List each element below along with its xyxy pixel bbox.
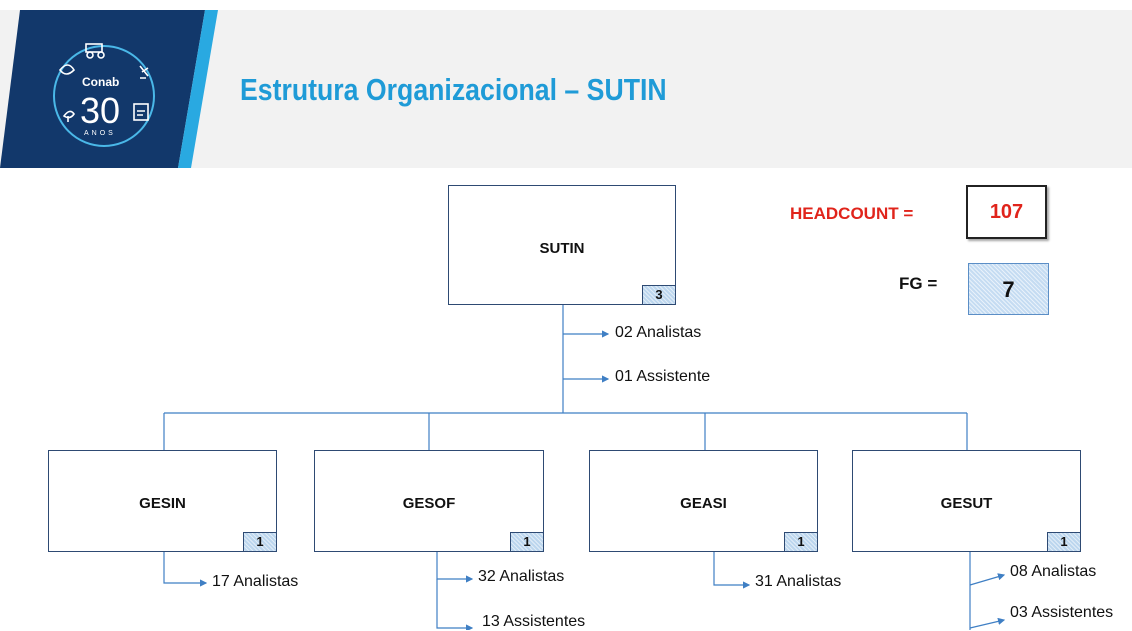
root-note: 02 Analistas	[615, 324, 702, 341]
fg-label: FG =	[899, 274, 938, 293]
fg-value: 7	[968, 263, 1049, 315]
logo-number: 30	[80, 90, 120, 131]
fg-badge: 1	[510, 532, 543, 551]
header-band: Conab 30 ANOS Estrutura Organizacional –…	[0, 10, 1132, 168]
unit-note-arrow	[163, 551, 208, 587]
unit-note-arrow	[713, 551, 751, 589]
unit-note-arrow	[969, 573, 1006, 586]
unit-note-arrow	[969, 617, 1006, 629]
org-node-sutin: SUTIN 3	[448, 185, 676, 305]
sprout-icon	[62, 110, 75, 122]
unit-note: 17 Analistas	[212, 573, 299, 590]
document-icon	[133, 103, 149, 121]
org-node-label: SUTIN	[539, 240, 585, 257]
org-node-gesut: GESUT 1	[852, 450, 1081, 552]
unit-note: 08 Analistas	[1010, 563, 1097, 580]
headcount-value: 107	[966, 185, 1047, 239]
unit-note: 32 Analistas	[478, 568, 565, 585]
unit-note: 03 Assistentes	[1010, 604, 1114, 621]
org-node-label: GEASI	[680, 495, 727, 512]
tractor-icon	[85, 43, 105, 59]
unit-note-arrow	[436, 579, 474, 630]
fg-badge: 1	[1047, 532, 1080, 551]
org-node-gesof: GESOF 1	[314, 450, 544, 552]
headcount-label: HEADCOUNT =	[790, 204, 914, 223]
page-title: Estrutura Organizacional – SUTIN	[240, 72, 667, 107]
org-node-gesin: GESIN 1	[48, 450, 277, 552]
logo-sub: ANOS	[84, 130, 116, 137]
fg-badge: 1	[784, 532, 817, 551]
leaf-icon	[58, 64, 76, 75]
unit-note: 31 Analistas	[755, 573, 842, 590]
org-node-label: GESUT	[940, 495, 993, 512]
org-node-label: GESOF	[402, 495, 456, 512]
root-note: 01 Assistente	[615, 368, 711, 385]
unit-note: 13 Assistentes	[482, 613, 586, 630]
org-node-label: GESIN	[139, 495, 186, 512]
fg-badge: 3	[642, 285, 675, 304]
org-node-geasi: GEASI 1	[589, 450, 818, 552]
wheat-icon	[139, 65, 149, 79]
fg-badge: 1	[243, 532, 276, 551]
logo-brand: Conab	[82, 75, 119, 89]
unit-note-arrow	[436, 551, 474, 583]
conab-logo: Conab 30 ANOS	[0, 10, 218, 168]
